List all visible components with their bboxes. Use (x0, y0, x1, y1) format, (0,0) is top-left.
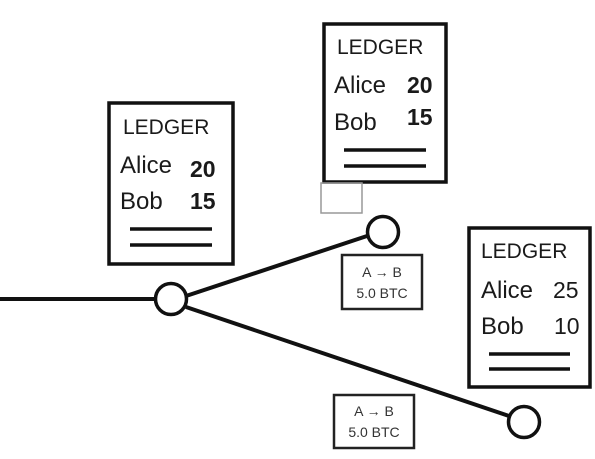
ledger-right: LEDGER Alice 25 Bob 10 (467, 226, 592, 389)
transaction-upper: A → B 5.0 BTC (340, 253, 424, 311)
ledger-left-title: LEDGER (123, 116, 209, 139)
ledger-left-row-value: 20 (190, 156, 216, 182)
transaction-upper-transfer: A → B (362, 264, 402, 280)
chain-line-upper-branch (185, 234, 368, 298)
ledger-top-row-name: Bob (334, 109, 377, 136)
ledger-right-title: LEDGER (481, 240, 567, 263)
chain-line-lower-branch (185, 305, 510, 418)
ledger-top: LEDGER Alice 20 Bob 15 (322, 22, 448, 184)
ledger-top-row-value: 20 (407, 72, 433, 98)
transaction-lower-amount: 5.0 BTC (348, 424, 399, 440)
ledger-top-title: LEDGER (337, 36, 423, 59)
ledger-right-row-value: 10 (554, 313, 580, 339)
block-node-fork-point (153, 281, 189, 317)
ledger-right-row-name: Bob (481, 313, 524, 340)
ledger-left-row-name: Bob (120, 188, 163, 215)
ledger-left-row-name: Alice (120, 152, 172, 179)
block-node-lower (506, 404, 542, 440)
transaction-upper-amount: 5.0 BTC (356, 285, 407, 301)
transaction-lower: A → B 5.0 BTC (332, 393, 416, 450)
ledger-left-row-value: 15 (190, 188, 216, 214)
ledger-top-row-name: Alice (334, 72, 386, 99)
transaction-lower-transfer: A → B (354, 403, 394, 419)
ledger-top-row-value: 15 (407, 104, 433, 130)
ledger-right-row-value: 25 (553, 277, 579, 303)
ledger-right-row-name: Alice (481, 277, 533, 304)
ledger-top-connector-box (320, 182, 363, 214)
block-node-upper (365, 214, 401, 250)
ledger-left: LEDGER Alice 20 Bob 15 (107, 101, 235, 266)
